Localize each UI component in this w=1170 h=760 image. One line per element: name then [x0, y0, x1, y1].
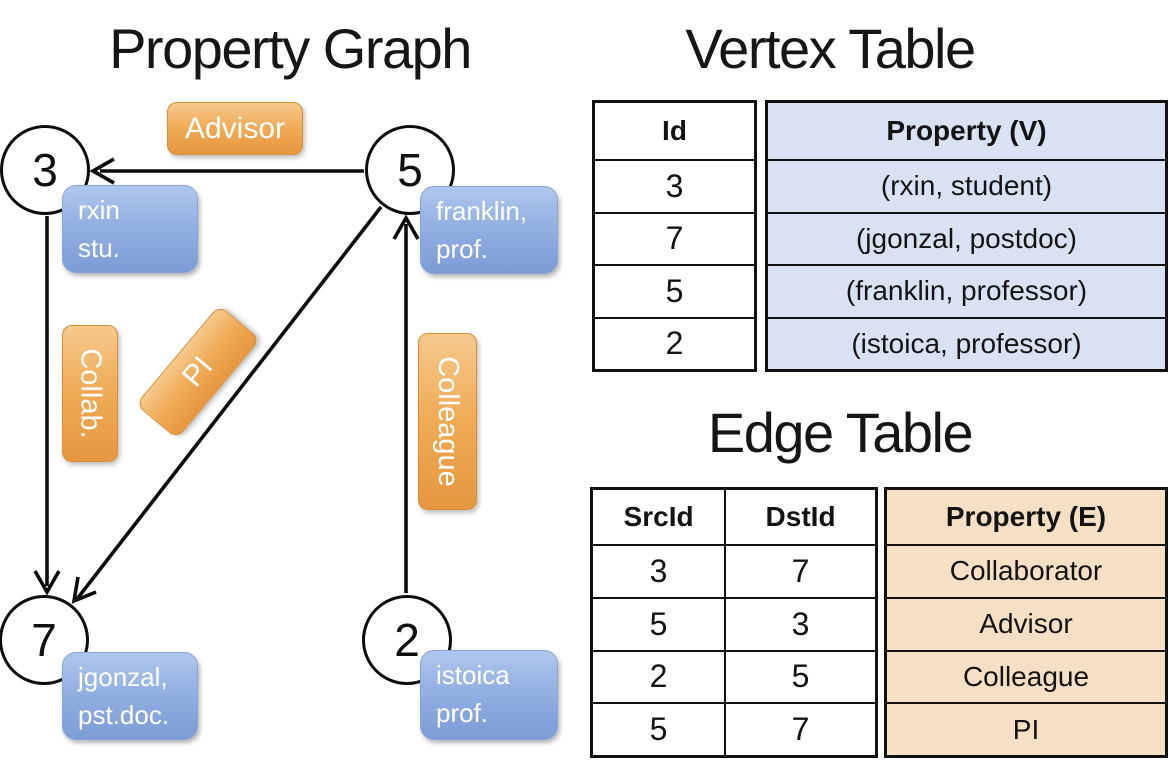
- edge-table-cell-property: Colleague: [887, 649, 1165, 703]
- edge-table-cell-dstid: 7: [726, 702, 875, 755]
- vertex-callout-line1: franklin,: [436, 196, 528, 226]
- edge-table-property-column: Property (E) Collaborator Advisor Collea…: [884, 487, 1168, 758]
- vertex-table-cell-property: (istoica, professor): [768, 316, 1165, 370]
- edge-table-cell-srcid: 5: [593, 702, 725, 755]
- edge-label-colleague: Colleague: [418, 333, 477, 510]
- graph-edges-layer: [33, 157, 420, 604]
- vertex-table-cell-id: 5: [595, 264, 754, 317]
- vertex-callout-line2: stu.: [78, 233, 120, 263]
- edge-label-text: PI: [175, 350, 220, 394]
- vertex-table-cell-id: 7: [595, 211, 754, 265]
- node-id: 3: [32, 144, 58, 196]
- vertex-table-cell-property: (jgonzal, postdoc): [768, 211, 1165, 265]
- vertex-table-cell-property: (rxin, student): [768, 159, 1165, 212]
- edge-table-srcid-column: SrcId 3 5 2 5: [593, 490, 725, 755]
- vertex-table-cell-id: 3: [595, 159, 754, 212]
- edge-label-text: Collab.: [74, 348, 107, 439]
- edge-table-ids-columns: SrcId 3 5 2 5 DstId 7 3 5 7: [590, 487, 878, 758]
- edge-label-advisor: Advisor: [167, 102, 303, 155]
- vertex-table-property-column: Property (V) (rxin, student) (jgonzal, p…: [765, 100, 1168, 372]
- edge-label-collab: Collab.: [62, 325, 118, 462]
- vertex-callout-rxin: rxin stu.: [62, 185, 198, 273]
- graph-node-2: 2: [362, 595, 452, 685]
- arrowhead-pi: [71, 576, 97, 604]
- edge-label-text: Advisor: [184, 111, 286, 145]
- edge-table-cell-property: PI: [887, 702, 1165, 755]
- node-id: 2: [394, 614, 420, 666]
- edge-table-header-property: Property (E): [945, 501, 1107, 532]
- vertex-table-cell-id: 2: [595, 316, 754, 370]
- vertex-callout-line2: pst.doc.: [78, 700, 170, 730]
- edge-table-title: Edge Table: [707, 401, 974, 464]
- node-id: 5: [397, 144, 423, 196]
- vertex-callout-line1: istoica: [436, 660, 510, 690]
- arrowhead-collab: [33, 570, 61, 596]
- vertex-callout-line2: prof.: [436, 698, 489, 728]
- vertex-table-header-property: Property (V): [886, 115, 1047, 146]
- edge-table-header-dstid: DstId: [765, 501, 836, 532]
- vertex-callout-line2: prof.: [436, 234, 489, 264]
- arrowhead-advisor: [89, 157, 115, 185]
- vertex-table-cell-property: (franklin, professor): [768, 264, 1165, 317]
- vertex-table-title: Vertex Table: [685, 17, 976, 80]
- edge-label-text: Colleague: [432, 356, 465, 487]
- node-id: 7: [31, 614, 57, 666]
- vertex-table-header-id: Id: [662, 115, 687, 146]
- edge-table-cell-property: Advisor: [887, 596, 1165, 650]
- arrowhead-colleague: [392, 214, 420, 240]
- edge-table-cell-dstid: 5: [726, 649, 875, 703]
- vertex-callout-line1: rxin: [78, 195, 120, 225]
- vertex-callout-jgonzal: jgonzal, pst.doc.: [62, 652, 198, 740]
- edge-line-pi: [75, 205, 383, 601]
- edge-table-cell-srcid: 2: [593, 649, 725, 703]
- edge-table-cell-srcid: 3: [593, 544, 725, 597]
- edge-table-cell-dstid: 7: [726, 544, 875, 597]
- edge-table-cell-srcid: 5: [593, 596, 725, 650]
- vertex-table-id-column: Id 3 7 5 2: [592, 100, 757, 372]
- vertex-callout-istoica: istoica prof.: [420, 650, 558, 740]
- edge-table-cell-property: Collaborator: [887, 544, 1165, 597]
- edge-table-dstid-column: DstId 7 3 5 7: [724, 490, 875, 755]
- edge-table-cell-dstid: 3: [726, 596, 875, 650]
- edge-table-header-srcid: SrcId: [623, 501, 694, 532]
- property-graph-title: Property Graph: [109, 17, 472, 80]
- vertex-callout-franklin: franklin, prof.: [420, 186, 558, 274]
- vertex-callout-line1: jgonzal,: [78, 662, 168, 692]
